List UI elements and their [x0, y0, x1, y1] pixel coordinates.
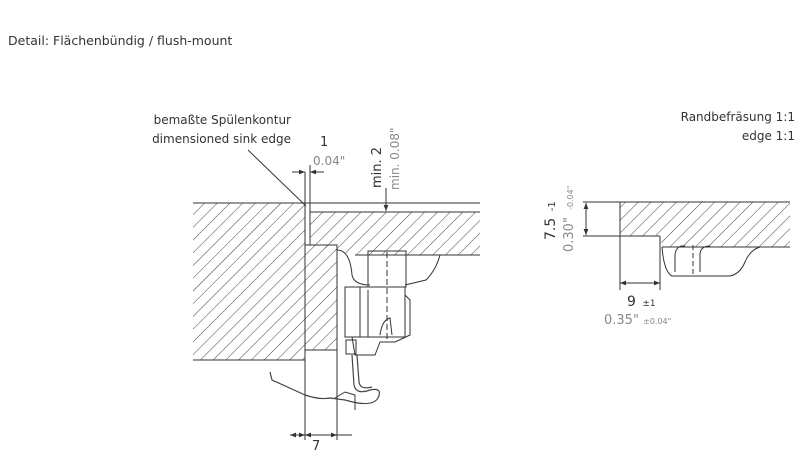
svg-text:9 ±1: 9 ±1 — [627, 294, 656, 310]
mounting-clip — [269, 250, 411, 410]
detail-title: Detail: Flächenbündig / flush-mount — [8, 33, 233, 48]
dim-width-tol: ±1 — [642, 299, 655, 309]
edge-label-en: edge 1:1 — [742, 129, 795, 143]
dim-width-in: 0.35" — [604, 313, 639, 328]
dim-edge-in: 0.04" — [313, 154, 345, 168]
svg-text:0.35" ±0.04": 0.35" ±0.04" — [604, 313, 671, 328]
dim-min-in: min. 0.08" — [388, 128, 402, 191]
edge-hatch — [620, 202, 790, 247]
edge-milling-section: Randbefräsung 1:1 edge 1:1 7.5 -1 0.30" … — [543, 110, 795, 328]
countertop-hatch — [193, 203, 305, 360]
dim-min-mm: min. 2 — [370, 147, 385, 188]
dim-depth-in-tol: -0.04" — [566, 186, 575, 210]
edge-label-de: Randbefräsung 1:1 — [681, 110, 795, 124]
dim-edge-mm: 1 — [320, 135, 328, 150]
dim-width-in-tol: ±0.04" — [643, 317, 671, 326]
sink-edge-label-en: dimensioned sink edge — [152, 132, 291, 146]
dim-depth-mm: 7.5 — [543, 218, 559, 240]
svg-text:7.5 -1: 7.5 -1 — [543, 201, 559, 240]
dim-width-mm: 9 — [627, 294, 636, 310]
dim-width-mm: 7 — [312, 439, 320, 453]
sink-flange-hatch — [310, 212, 480, 255]
sink-edge-label-de: bemaßte Spülenkontur — [154, 113, 291, 127]
svg-text:0.30" -0.04": 0.30" -0.04" — [562, 186, 577, 252]
dim-depth-tol: -1 — [547, 201, 558, 211]
dim-depth-in: 0.30" — [562, 217, 577, 252]
countertop-step-hatch — [305, 245, 337, 350]
flush-mount-section: bemaßte Spülenkontur dimensioned sink ed… — [152, 113, 480, 453]
sink-basin-outline — [661, 246, 761, 277]
leader-line — [247, 149, 307, 207]
